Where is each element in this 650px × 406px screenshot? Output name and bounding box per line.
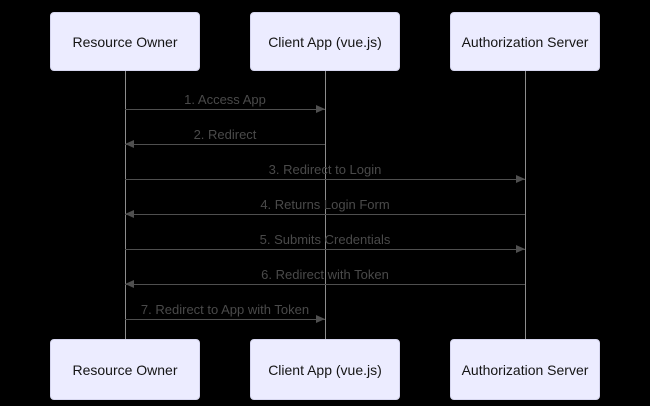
arrowhead-left-icon (125, 140, 134, 148)
lifeline-auth-server (525, 71, 526, 339)
lifeline-client-app (325, 71, 326, 339)
lifeline-resource-owner (125, 71, 126, 339)
actor-client-app-top: Client App (vue.js) (250, 12, 400, 71)
message-label: 6. Redirect with Token (261, 267, 389, 282)
message-label: 1. Access App (184, 92, 266, 107)
message-arrow-line (125, 144, 325, 145)
message-arrow-line (125, 179, 525, 180)
message-arrow-line (125, 319, 325, 320)
message-arrow-line (125, 249, 525, 250)
arrowhead-right-icon (316, 315, 325, 323)
actor-resource-owner-top: Resource Owner (50, 12, 200, 71)
message-label: 2. Redirect (193, 127, 257, 142)
message-label: 5. Submits Credentials (259, 232, 391, 247)
arrowhead-right-icon (316, 105, 325, 113)
actor-label: Resource Owner (72, 33, 178, 50)
actor-label: Authorization Server (461, 33, 589, 50)
arrowhead-right-icon (516, 245, 525, 253)
actor-auth-server-bottom: Authorization Server (450, 339, 600, 400)
actor-label: Authorization Server (461, 361, 589, 378)
arrowhead-left-icon (125, 210, 134, 218)
actor-auth-server-top: Authorization Server (450, 12, 600, 71)
message-label: 4. Returns Login Form (260, 197, 390, 212)
message-arrow-line (125, 214, 525, 215)
arrowhead-right-icon (516, 175, 525, 183)
actor-label: Client App (vue.js) (268, 361, 382, 378)
message-label: 3. Redirect to Login (268, 162, 382, 177)
actor-client-app-bottom: Client App (vue.js) (250, 339, 400, 400)
arrowhead-left-icon (125, 280, 134, 288)
actor-resource-owner-bottom: Resource Owner (50, 339, 200, 400)
message-arrow-line (125, 284, 525, 285)
actor-label: Resource Owner (72, 361, 178, 378)
message-label: 7. Redirect to App with Token (140, 302, 310, 317)
actor-label: Client App (vue.js) (268, 33, 382, 50)
message-arrow-line (125, 109, 325, 110)
